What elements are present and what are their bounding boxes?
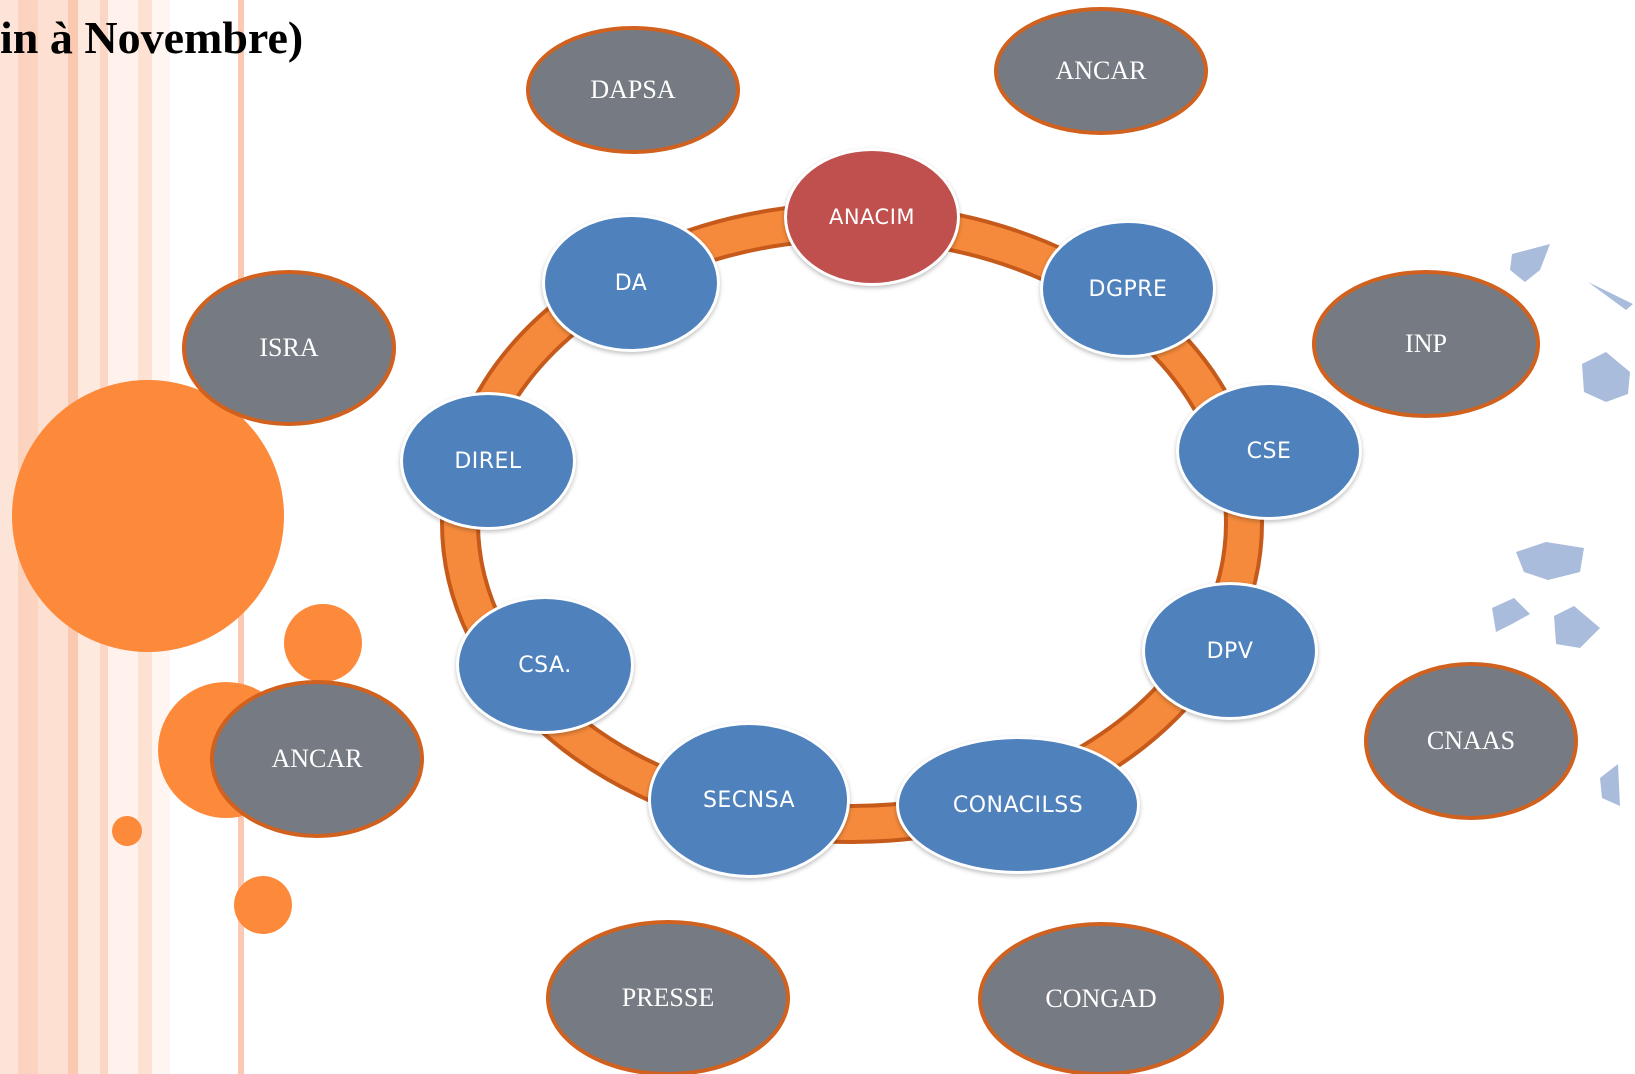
node-ancar-top: ANCAR — [994, 7, 1208, 135]
node-secnsa: SECNSA — [648, 722, 850, 878]
decor-circle-large — [12, 380, 284, 652]
decor-shard — [1600, 764, 1620, 806]
node-isra: ISRA — [182, 270, 396, 426]
decor-shard — [1492, 598, 1530, 632]
node-da: DA — [542, 214, 720, 352]
node-anacim: ANACIM — [784, 148, 960, 286]
node-direl: DIREL — [400, 392, 576, 530]
node-csa: CSA. — [456, 596, 634, 734]
node-dgpre: DGPRE — [1040, 220, 1216, 358]
node-cnaas: CNAAS — [1364, 662, 1578, 820]
decor-shard — [1516, 542, 1584, 580]
decor-stripe — [0, 0, 18, 1074]
node-cse: CSE — [1176, 382, 1362, 520]
slide-title: in à Novembre) — [0, 12, 304, 63]
decor-shard — [1510, 244, 1550, 282]
decor-circle-dot — [234, 876, 292, 934]
node-ancar-left: ANCAR — [210, 680, 424, 838]
decor-circle-small — [284, 604, 362, 682]
node-dpv: DPV — [1142, 582, 1318, 720]
decor-circle-dot — [112, 816, 142, 846]
node-presse: PRESSE — [546, 920, 790, 1074]
node-congad: CONGAD — [978, 922, 1224, 1074]
node-dapsa: DAPSA — [526, 26, 740, 154]
decor-shard — [1582, 352, 1630, 402]
node-conacilss: CONACILSS — [896, 736, 1140, 874]
node-inp: INP — [1312, 270, 1540, 418]
decor-shard — [1588, 282, 1633, 310]
decor-shard — [1554, 606, 1600, 648]
